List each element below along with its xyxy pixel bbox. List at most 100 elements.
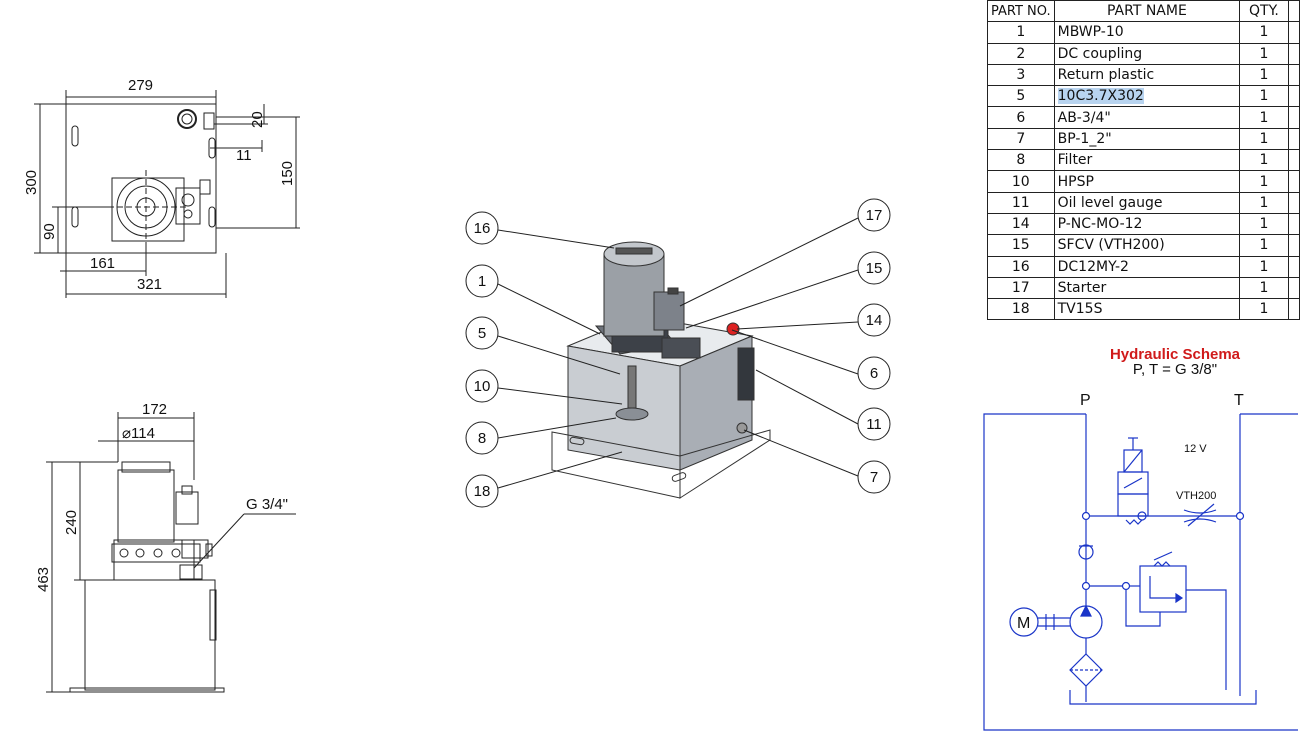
bom-cell-extra — [1287, 42, 1300, 65]
bom-cell-qty: 1 — [1239, 234, 1289, 257]
callout-11: 11 — [866, 416, 882, 433]
dim-240: 240 — [63, 510, 80, 535]
callout-5: 5 — [478, 325, 486, 342]
bom-cell-extra — [1287, 234, 1300, 257]
bom-cell-no: 10 — [987, 170, 1055, 193]
bom-cell-name: P-NC-MO-12 — [1053, 212, 1241, 236]
bom-cell-no: 5 — [987, 85, 1055, 108]
bom-cell-name: DC coupling — [1053, 42, 1241, 65]
bom-cell-qty: 1 — [1239, 191, 1289, 214]
bom-cell-no: 11 — [987, 191, 1055, 214]
bom-cell-no: 2 — [987, 42, 1055, 65]
port-p-label: P — [1080, 392, 1091, 409]
schema-subtitle: P, T = G 3/8" — [1132, 361, 1218, 378]
dim-150: 150 — [279, 161, 296, 186]
bom-cell-name: SFCV (VTH200) — [1053, 234, 1241, 257]
bom-cell-qty: 1 — [1239, 298, 1289, 321]
bom-cell-extra — [1287, 127, 1300, 151]
bom-cell-name: 10C3.7X302 — [1053, 85, 1241, 108]
callout-15: 15 — [866, 260, 883, 277]
isometric-assembly — [551, 241, 771, 499]
bom-cell-qty: 1 — [1239, 106, 1289, 129]
bom-cell-qty: 1 — [1239, 42, 1289, 65]
bom-cell-qty: 1 — [1239, 149, 1289, 172]
callout-leaders — [497, 217, 859, 489]
dim-90: 90 — [41, 223, 58, 240]
bom-header-row: PART NO. PART NAME QTY. — [987, 0, 1300, 23]
dim-114: ⌀114 — [122, 425, 155, 442]
bom-header-name: PART NAME — [1053, 0, 1241, 23]
bom-cell-no: 8 — [987, 149, 1055, 172]
dim-11: 11 — [236, 147, 252, 164]
callout-14: 14 — [866, 312, 883, 329]
bom-cell-extra — [1287, 298, 1300, 321]
bom-cell-extra — [1287, 21, 1300, 44]
side-view — [46, 412, 296, 693]
bom-cell-no: 18 — [987, 298, 1055, 321]
bom-cell-extra — [1287, 255, 1300, 278]
dim-300: 300 — [23, 170, 40, 195]
selected-text[interactable]: 10C3.7X302 — [1057, 88, 1144, 105]
voltage-label: 12 V — [1184, 443, 1207, 455]
bom-cell-qty: 1 — [1239, 276, 1289, 300]
bom-cell-name: Return plastic — [1053, 63, 1241, 87]
bom-cell-no: 16 — [987, 255, 1055, 278]
bom-cell-extra — [1287, 191, 1300, 214]
motor-label: M — [1017, 615, 1030, 632]
bom-cell-no: 7 — [987, 127, 1055, 151]
callout-circles — [465, 198, 891, 508]
bom-cell-name: Filter — [1053, 149, 1241, 172]
callout-6: 6 — [870, 365, 878, 382]
bom-cell-qty: 1 — [1239, 21, 1289, 44]
dim-172: 172 — [142, 401, 167, 418]
dim-161: 161 — [90, 255, 115, 272]
bom-cell-extra — [1287, 85, 1300, 108]
bom-cell-name: DC12MY-2 — [1053, 255, 1241, 278]
bom-cell-name: Oil level gauge — [1053, 191, 1241, 214]
schema-junctions — [1081, 511, 1245, 591]
bom-cell-qty: 1 — [1239, 170, 1289, 193]
callout-7: 7 — [870, 469, 878, 486]
bom-cell-qty: 1 — [1239, 85, 1289, 108]
dim-463: 463 — [35, 567, 52, 592]
bom-header-extra — [1287, 0, 1300, 23]
dim-279: 279 — [128, 77, 153, 94]
dim-321: 321 — [137, 276, 162, 293]
callout-1: 1 — [478, 273, 486, 290]
bom-cell-qty: 1 — [1239, 63, 1289, 87]
bom-cell-extra — [1287, 63, 1300, 87]
bom-cell-name: HPSP — [1053, 170, 1241, 193]
bom-cell-name: BP-1_2" — [1053, 127, 1241, 151]
schema-title: Hydraulic Schema — [1109, 346, 1241, 363]
callout-8: 8 — [478, 430, 486, 447]
bom-cell-no: 14 — [987, 212, 1055, 236]
callout-16: 16 — [474, 220, 491, 237]
hydraulic-schema — [983, 413, 1298, 731]
dim-g34: G 3/4" — [246, 496, 288, 513]
bom-cell-name: TV15S — [1053, 298, 1241, 321]
bom-cell-qty: 1 — [1239, 212, 1289, 236]
bom-cell-extra — [1287, 276, 1300, 300]
callout-17: 17 — [866, 207, 883, 224]
top-view — [34, 90, 300, 298]
bom-cell-extra — [1287, 106, 1300, 129]
dim-20: 20 — [249, 111, 266, 128]
bom-cell-extra — [1287, 212, 1300, 236]
bom-header-qty: QTY. — [1239, 0, 1289, 23]
bom-cell-no: 6 — [987, 106, 1055, 129]
